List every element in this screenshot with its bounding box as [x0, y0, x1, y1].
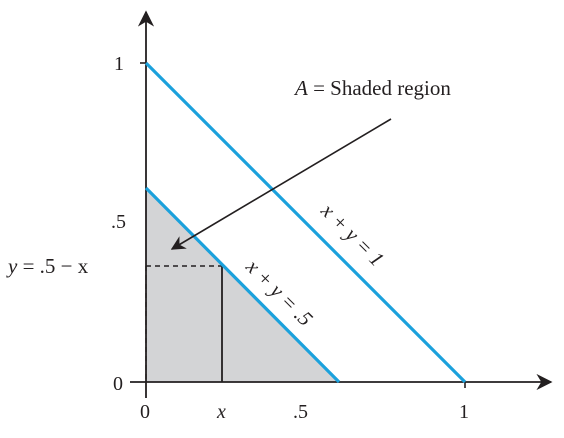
- line-x-plus-y-equals-half: [144, 186, 341, 384]
- x-tick-label-half: .5: [293, 401, 308, 423]
- label-x-plus-y-equals-1: x + y = 1: [316, 198, 389, 271]
- annotation-label: A = Shaded region: [293, 76, 451, 100]
- y-tick-label-one: 1: [114, 53, 124, 75]
- y-tick-label-half: .5: [111, 211, 126, 233]
- y-tick-label-zero: 0: [113, 373, 123, 395]
- label-y-equals-half-minus-x: y = .5 − x: [6, 254, 89, 278]
- x-tick-label-x: x: [216, 401, 226, 423]
- x-tick-label-one: 1: [459, 401, 469, 423]
- line-x-plus-y-equals-1: [144, 61, 467, 384]
- annotation-arrow: [170, 118, 392, 250]
- x-tick-label-zero: 0: [140, 401, 150, 423]
